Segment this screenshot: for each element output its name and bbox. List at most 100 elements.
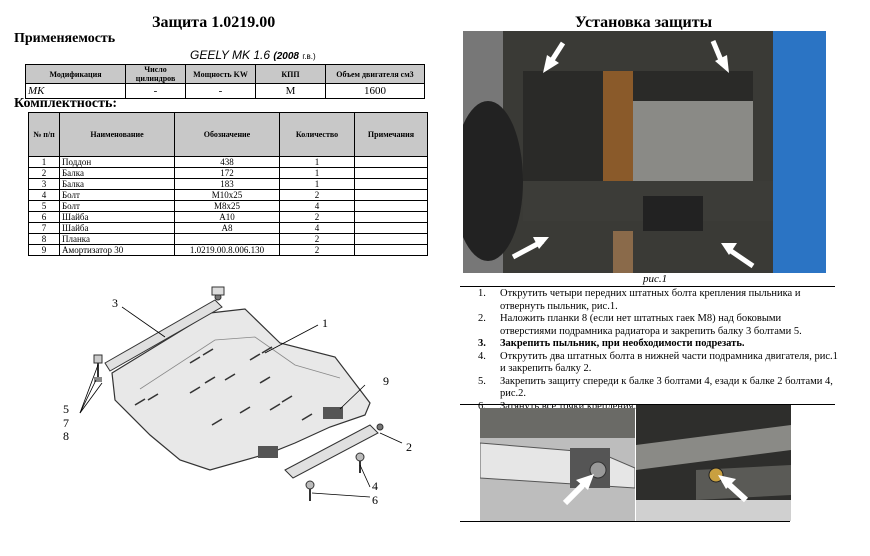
step-text: Затянуть все точки крепления. — [500, 400, 637, 412]
rear-mount-photo — [636, 405, 791, 521]
cell: Балка — [59, 167, 175, 179]
callout-1: 1 — [322, 316, 328, 330]
col-header: Наименование — [59, 112, 175, 157]
cell: 2 — [279, 233, 355, 245]
cell: A8 — [174, 222, 280, 234]
cell — [354, 222, 428, 234]
callout-4: 4 — [372, 479, 378, 493]
list-item: 3.Закрепить пыльник, при необходимости п… — [478, 338, 838, 351]
step-text: Наложить планки 8 (если нет штатных гаек… — [500, 313, 802, 337]
col-header: Модификация — [25, 64, 126, 84]
callout-9: 9 — [383, 374, 389, 388]
step-number: 3. — [478, 338, 486, 349]
callout-8: 8 — [63, 429, 69, 443]
cell: 2 — [279, 244, 355, 256]
cell: 1 — [279, 167, 355, 179]
car-year: (2008 — [273, 51, 299, 62]
car-model-line: GEELY MK 1.6 (2008 г.в.) — [190, 48, 316, 62]
cell: Шайба — [59, 222, 175, 234]
callout-3: 3 — [112, 296, 118, 310]
kit-table: № п/п Наименование Обозначение Количеств… — [28, 112, 428, 256]
step-text: Закрепить защиту спереди к балке 3 болта… — [500, 375, 833, 400]
cell: M10x25 — [174, 189, 280, 201]
rear-bolts — [305, 452, 365, 501]
list-item: 5. Закрепить защиту спереди к балке 3 бол… — [478, 376, 838, 401]
page-title: Защита 1.0219.00 — [152, 14, 276, 31]
cell: Балка — [59, 178, 175, 190]
cell: 1600 — [325, 83, 425, 99]
col-header: КПП — [255, 64, 326, 84]
cell — [354, 156, 428, 168]
front-bolts — [93, 354, 103, 382]
cell: 438 — [174, 156, 280, 168]
col-header: Обозначение — [174, 112, 280, 157]
cell: 2 — [279, 211, 355, 223]
cell: 4 — [279, 222, 355, 234]
cell: Болт — [59, 200, 175, 212]
cell: M8x25 — [174, 200, 280, 212]
cell: 1 — [28, 156, 60, 168]
cell — [354, 178, 428, 190]
applicability-table: Модификация Число цилиндров Мощность KW … — [25, 64, 425, 99]
col-header: Примечания — [354, 112, 428, 157]
cell: A10 — [174, 211, 280, 223]
cell — [354, 200, 428, 212]
install-heading: Установка защиты — [575, 14, 713, 31]
cell: Планка — [59, 233, 175, 245]
step-text: Открутить два штатных болта в нижней час… — [500, 350, 838, 375]
list-item: 4.Открутить два штатных болта в нижней ч… — [478, 351, 838, 376]
car-year-suffix: г.в.) — [302, 52, 316, 61]
underside-photo — [463, 31, 826, 273]
col-header: Количество — [279, 112, 355, 157]
cell: MK — [25, 83, 126, 99]
cell: Поддон — [59, 156, 175, 168]
step-text: Открутить четыри передних штатных болта … — [500, 288, 801, 312]
cell: Болт — [59, 189, 175, 201]
callout-7: 7 — [63, 416, 69, 430]
divider — [460, 521, 790, 522]
col-header: Число цилиндров — [125, 64, 186, 84]
table-row: MK - - M 1600 — [25, 83, 425, 99]
divider — [460, 286, 835, 287]
callout-labels: 3 1 9 2 5 7 8 4 6 — [63, 296, 412, 507]
cell — [354, 167, 428, 179]
skid-plate — [111, 308, 371, 471]
step-number: 1. — [478, 288, 486, 299]
cell: 2 — [279, 189, 355, 201]
cell: 1 — [279, 156, 355, 168]
cell: 172 — [174, 167, 280, 179]
cell: 2 — [28, 167, 60, 179]
callout-2: 2 — [406, 440, 412, 454]
install-steps: 1. Открутить четыри передних штатных болт… — [478, 288, 838, 413]
cell: 9 — [28, 244, 60, 256]
cell: - — [185, 83, 256, 99]
kit-heading: Комплектность: — [14, 96, 118, 111]
figure-caption: рис.1 — [643, 273, 668, 285]
cell: 4 — [28, 189, 60, 201]
cell — [354, 189, 428, 201]
cell: 5 — [28, 200, 60, 212]
cell — [174, 233, 280, 245]
applicability-heading: Применяемость — [14, 31, 116, 46]
assembly-diagram: 3 1 9 2 5 7 8 4 6 — [63, 286, 412, 507]
cell: 8 — [28, 233, 60, 245]
col-header: Объем двигателя см3 — [325, 64, 425, 84]
car-model: GEELY MK 1.6 — [190, 48, 271, 62]
cell: 3 — [28, 178, 60, 190]
cell: Шайба — [59, 211, 175, 223]
list-item: 1. Открутить четыри передних штатных болт… — [478, 288, 838, 313]
cell: 4 — [279, 200, 355, 212]
cell — [354, 211, 428, 223]
col-header: № п/п — [28, 112, 60, 157]
col-header: Мощность KW — [185, 64, 256, 84]
list-item: 6.Затянуть все точки крепления. — [478, 401, 838, 414]
step-number: 5. — [478, 375, 486, 387]
cell: 1 — [279, 178, 355, 190]
